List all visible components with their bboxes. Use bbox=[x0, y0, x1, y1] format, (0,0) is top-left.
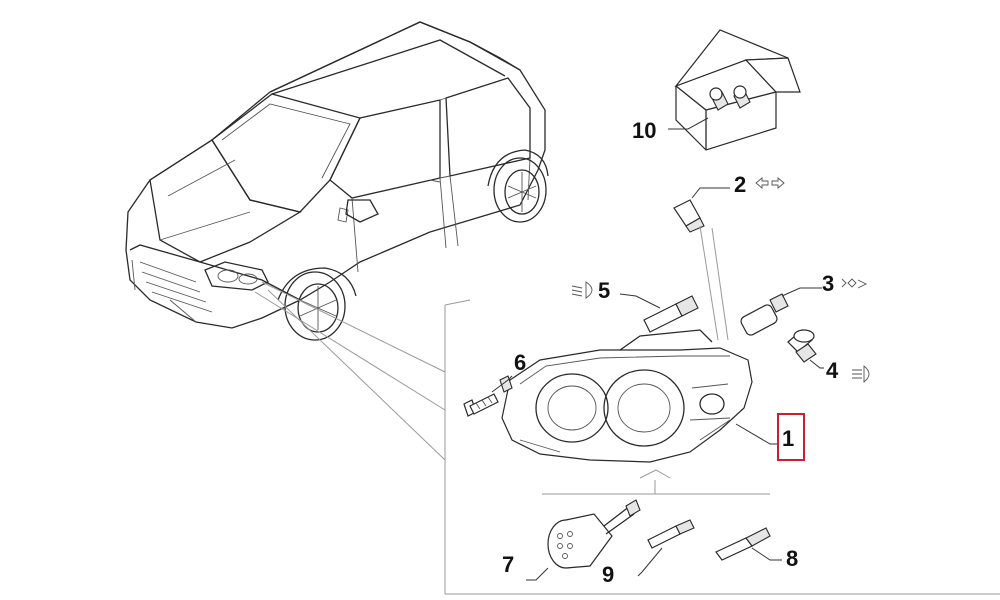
kit-bulb-a bbox=[709, 87, 729, 111]
bulb-kit-box bbox=[668, 29, 801, 151]
parking-light-icon bbox=[841, 278, 868, 289]
high-beam-bulb bbox=[787, 329, 824, 369]
projection-lines bbox=[254, 281, 471, 462]
callout-5: 5 bbox=[598, 278, 610, 303]
parking-light-bulb bbox=[740, 287, 822, 336]
high-beam-icon bbox=[852, 365, 870, 383]
callout-1: 1 bbox=[782, 426, 794, 451]
kit-bulb-b bbox=[733, 85, 751, 109]
turn-signal-bulb bbox=[673, 187, 730, 233]
callout-9: 9 bbox=[602, 562, 614, 587]
low-beam-icon bbox=[571, 281, 593, 299]
callout-7: 7 bbox=[502, 552, 514, 577]
car-illustration bbox=[125, 21, 549, 341]
spade-terminal bbox=[715, 527, 782, 561]
turn-signal-arrows-icon bbox=[755, 177, 785, 189]
low-beam-bulb bbox=[619, 293, 699, 333]
callout-3: 3 bbox=[822, 271, 834, 296]
connector-pins bbox=[557, 531, 573, 559]
callout-10: 10 bbox=[632, 118, 656, 143]
terminal-pin bbox=[637, 519, 695, 577]
callout-4: 4 bbox=[826, 358, 839, 383]
callout-2: 2 bbox=[734, 172, 746, 197]
callout-6: 6 bbox=[514, 350, 526, 375]
highlight-box-1 bbox=[777, 413, 805, 461]
headlamp-assembly bbox=[499, 329, 778, 463]
wiring-connector bbox=[526, 499, 641, 581]
callout-8: 8 bbox=[786, 546, 798, 571]
mounting-screw bbox=[463, 375, 513, 417]
